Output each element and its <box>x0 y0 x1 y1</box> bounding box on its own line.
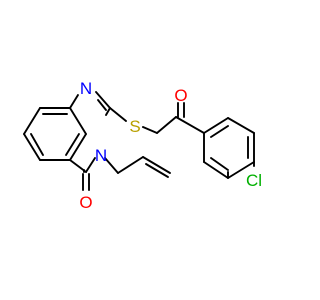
bond <box>145 163 169 178</box>
structure-drawing: N N S O O Cl <box>23 79 262 212</box>
atom-label-n3: N <box>95 146 107 165</box>
bond <box>227 117 255 134</box>
bond <box>203 161 229 179</box>
bond <box>203 117 229 134</box>
bond <box>142 156 171 174</box>
bond <box>104 157 119 174</box>
bond <box>210 125 229 138</box>
atom-label-o-carbonyl: O <box>79 193 92 212</box>
bond <box>156 116 177 134</box>
bond <box>109 107 127 122</box>
bond <box>23 107 41 135</box>
atom-label-o-ketone: O <box>174 86 187 105</box>
atom-label-cl: Cl <box>246 171 262 190</box>
bond <box>210 157 229 171</box>
bond <box>175 116 205 134</box>
bond <box>105 107 111 116</box>
bond <box>85 157 96 173</box>
bond <box>69 94 79 109</box>
bond <box>95 91 111 109</box>
bond <box>117 156 144 174</box>
atom-label-s: S <box>129 117 140 136</box>
bond <box>97 99 107 111</box>
molecule-canvas: N N S O O Cl <box>23 79 262 212</box>
bond <box>69 107 87 135</box>
atom-label-n1: N <box>80 79 92 98</box>
bond <box>23 133 41 161</box>
bond <box>65 133 80 156</box>
bond <box>69 133 87 161</box>
bond <box>30 133 44 156</box>
bond <box>227 161 255 179</box>
bond <box>142 126 158 134</box>
